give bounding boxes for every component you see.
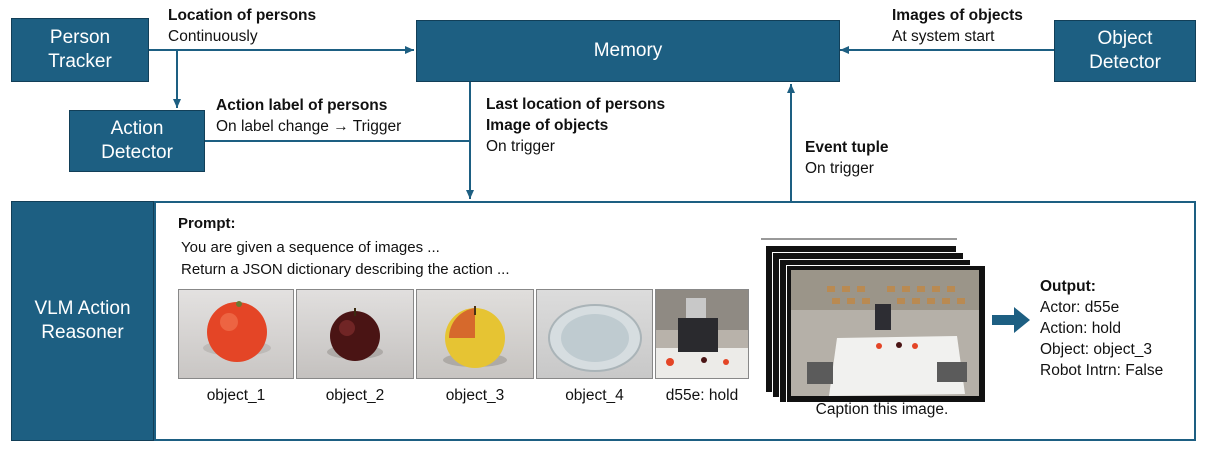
memory-node: Memory: [416, 20, 840, 82]
edge-label-location-persons: Location of persons Continuously: [168, 5, 316, 47]
edge-sub: On trigger: [805, 160, 874, 177]
edge-sub: On trigger: [486, 138, 555, 155]
thumbnail-caption: object_2: [325, 387, 385, 404]
vlm-action-reasoner-node: VLM Action Reasoner: [11, 201, 154, 441]
edge-title: Action label of persons: [216, 97, 388, 114]
dark-apple-image: [296, 289, 414, 379]
person-holding-image: [655, 289, 749, 379]
yellow-apple-image: [416, 289, 534, 379]
output-block: Output: Actor: d55e Action: hold Object:…: [1040, 276, 1163, 381]
prompt-line-1: You are given a sequence of images ...: [181, 239, 440, 256]
edge-sub: Continuously: [168, 28, 258, 45]
thumbnail-caption: object_4: [565, 387, 624, 404]
prompt-line-2: Return a JSON dictionary describing the …: [181, 261, 510, 278]
action-detector-node: Action Detector: [69, 110, 205, 172]
edge-label-last-location: Last location of persons Image of object…: [486, 94, 665, 157]
output-actor: Actor: d55e: [1040, 299, 1120, 316]
person-tracker-node: Person Tracker: [11, 18, 149, 82]
plate-image: [536, 289, 653, 379]
person-tracker-label: Person Tracker: [48, 27, 112, 72]
edge-label-images-objects: Images of objects At system start: [892, 5, 1023, 47]
thumbnail-caption: object_3: [445, 387, 505, 404]
tomato-image: [178, 289, 294, 379]
output-arrow-icon: [992, 307, 1030, 333]
output-title: Output:: [1040, 278, 1096, 295]
object-detector-label: Object Detector: [1089, 28, 1161, 73]
prompt-title: Prompt:: [178, 215, 236, 232]
vlm-action-reasoner-label: VLM Action Reasoner: [34, 298, 131, 343]
caption-task: Caption this image.: [815, 401, 949, 418]
edge-title: Image of objects: [486, 117, 609, 134]
edge-title: Images of objects: [892, 7, 1023, 24]
edge-title: Last location of persons: [486, 96, 666, 113]
robot-scene-image: [786, 265, 986, 403]
output-action: Action: hold: [1040, 320, 1121, 337]
object-detector-node: Object Detector: [1054, 20, 1196, 82]
edge-sub: On label change → Trigger: [216, 118, 402, 135]
action-detector-label: Action Detector: [101, 118, 173, 163]
output-object: Object: object_3: [1040, 341, 1153, 358]
thumbnail-caption: object_1: [206, 387, 266, 404]
edge-label-action-label: Action label of persons On label change …: [216, 95, 401, 137]
edge-label-event-tuple: Event tuple On trigger: [805, 137, 889, 179]
output-robot: Robot Intrn: False: [1040, 362, 1164, 379]
thumbnail-caption: d55e: hold: [665, 387, 739, 404]
edge-title: Event tuple: [805, 139, 889, 156]
edge-sub: At system start: [892, 28, 995, 45]
memory-label: Memory: [593, 40, 663, 61]
edge-title: Location of persons: [168, 7, 317, 24]
